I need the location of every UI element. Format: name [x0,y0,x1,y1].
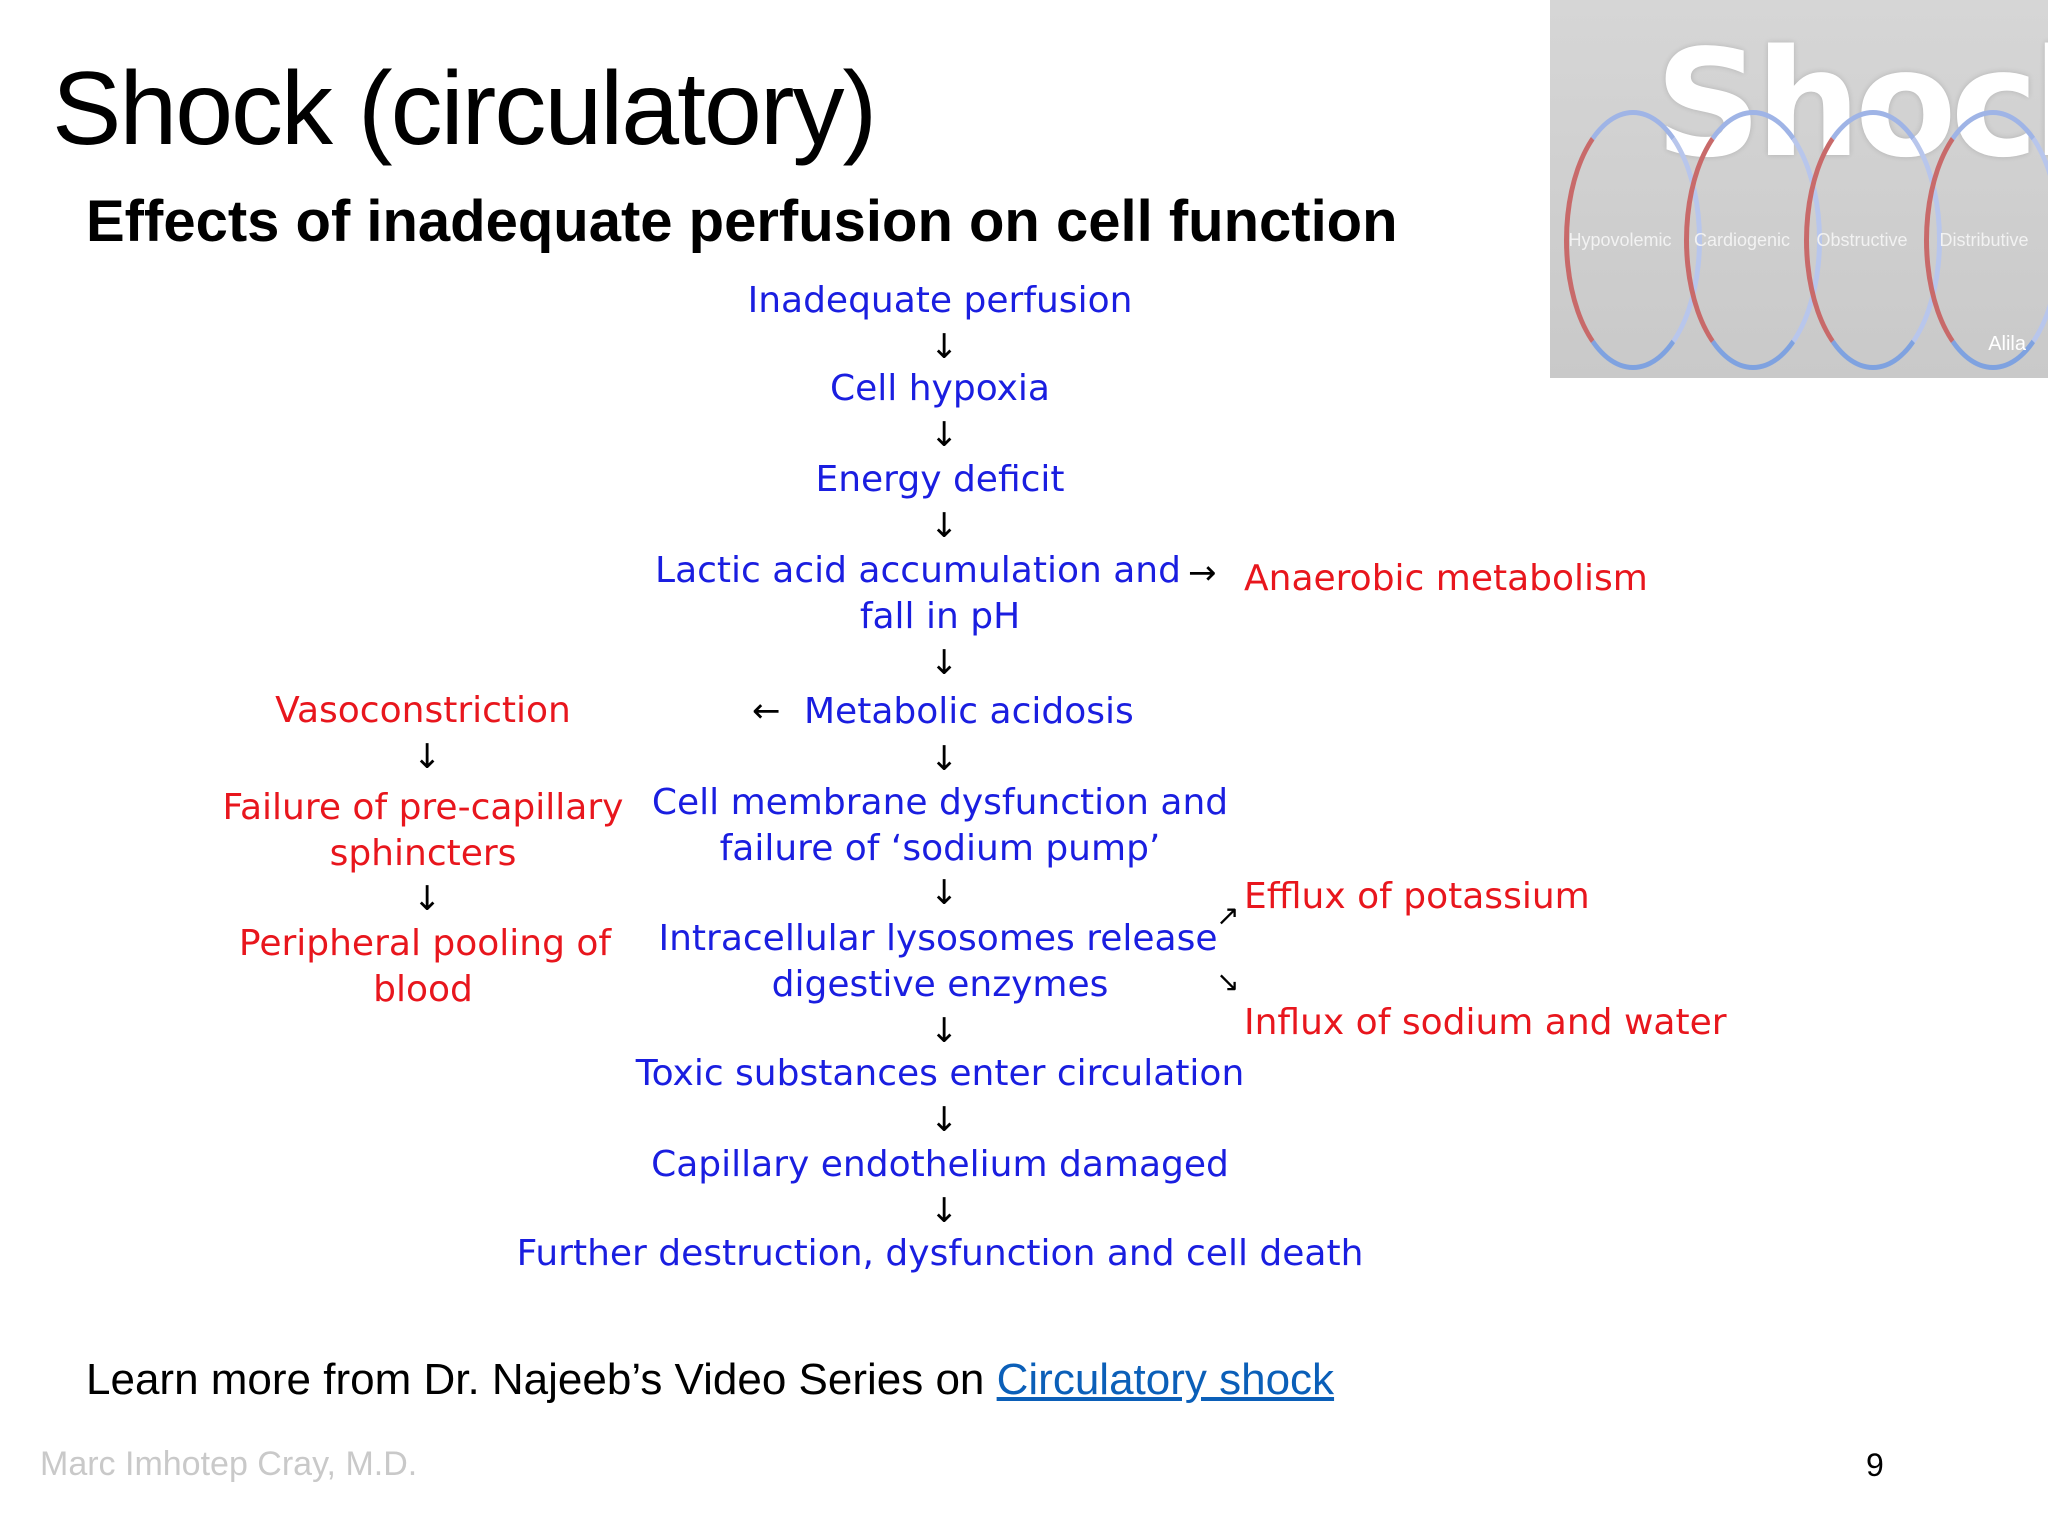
down-arrow-icon: ↓ [930,873,959,913]
node-influx-sodium-water: Influx of sodium and water [1244,1002,1727,1043]
node-lysosomes-line1: Intracellular lysosomes release [658,918,1218,959]
node-capillary-endothelium: Capillary endothelium damaged [651,1144,1229,1185]
node-lactic-acid-line2: fall in pH [859,596,1021,637]
slide-title: Shock (circulatory) [52,51,877,167]
node-peripheral-pooling-line1: Peripheral pooling of [238,923,612,964]
down-arrow-icon: ↓ [930,506,959,546]
node-lysosomes-line2: digestive enzymes [771,964,1109,1005]
node-cell-death: Further destruction, dysfunction and cel… [516,1233,1364,1274]
slide-subtitle: Effects of inadequate perfusion on cell … [86,189,1398,254]
node-efflux-potassium: Efflux of potassium [1244,876,1590,917]
node-metabolic-acidosis: Metabolic acidosis [804,691,1134,732]
thumbnail-brand: Alila [1988,333,2026,355]
node-peripheral-pooling-line2: blood [373,969,473,1010]
down-arrow-icon: ↓ [930,643,959,683]
footer-text: Learn more from Dr. Najeeb’s Video Serie… [86,1355,997,1404]
page-number: 9 [1866,1447,1884,1483]
node-precapillary-failure-line1: Failure of pre-capillary [222,787,624,828]
down-right-arrow-icon: ↘ [1216,965,1240,998]
down-arrow-icon: ↓ [413,879,442,919]
circulatory-shock-link[interactable]: Circulatory shock [996,1355,1335,1404]
node-toxic-substances: Toxic substances enter circulation [635,1053,1245,1094]
down-arrow-icon: ↓ [930,1011,959,1051]
up-right-arrow-icon: ↗ [1216,899,1240,932]
node-energy-deficit: Energy deficit [815,459,1065,500]
down-arrow-icon: ↓ [413,737,442,777]
heart-ring-icon [1924,110,2048,370]
thumbnail-label: Distributive [1939,230,2029,250]
node-precapillary-failure-line2: sphincters [329,833,517,874]
down-arrow-icon: ↓ [930,1191,959,1231]
thumbnail-label: Obstructive [1816,230,1908,250]
down-arrow-icon: ↓ [930,739,959,779]
down-arrow-icon: ↓ [930,327,959,367]
down-arrow-icon: ↓ [930,415,959,455]
author-credit: Marc Imhotep Cray, M.D. [40,1445,418,1483]
node-lactic-acid-line1: Lactic acid accumulation and [655,550,1181,591]
node-membrane-dysfunction-line1: Cell membrane dysfunction and [651,782,1229,823]
thumbnail-label: Cardiogenic [1693,230,1791,250]
node-vasoconstriction: Vasoconstriction [275,690,571,731]
node-anaerobic-metabolism: Anaerobic metabolism [1244,558,1648,599]
shock-thumbnail-image: Shock Hypovolemic Cardiogenic Obstructiv… [1550,0,2048,378]
node-cell-hypoxia: Cell hypoxia [830,368,1050,409]
right-arrow-icon: → [1188,553,1217,593]
footer-note: Learn more from Dr. Najeeb’s Video Serie… [86,1355,1334,1405]
node-inadequate-perfusion: Inadequate perfusion [747,280,1133,321]
down-arrow-icon: ↓ [930,1100,959,1140]
thumbnail-label: Hypovolemic [1568,230,1672,250]
left-arrow-icon: ← [752,691,781,731]
node-membrane-dysfunction-line2: failure of ‘sodium pump’ [719,828,1161,869]
